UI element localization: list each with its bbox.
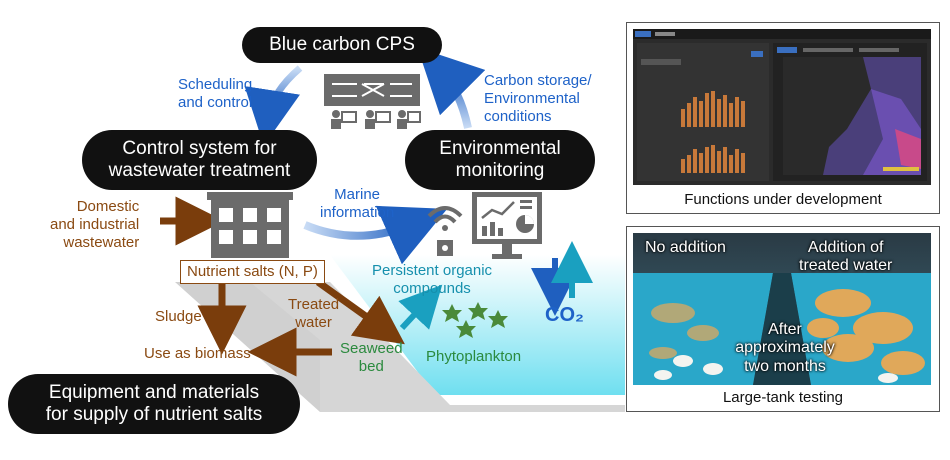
arrow-carbon bbox=[417, 47, 486, 129]
node-equipment-materials: Equipment and materials for supply of nu… bbox=[8, 374, 300, 434]
factory-icon bbox=[207, 192, 293, 258]
panel-functions-under-development: Functions under development bbox=[626, 22, 940, 214]
node-blue-carbon-cps: Blue carbon CPS bbox=[242, 27, 442, 63]
tank-label-no-addition: No addition bbox=[645, 239, 726, 256]
bar-chart-bottom bbox=[681, 145, 745, 173]
arrow-persistent bbox=[398, 284, 443, 331]
tank-label-two-months: After approximately two months bbox=[735, 321, 835, 375]
node-environmental-monitoring: Environmental monitoring bbox=[405, 130, 595, 190]
monitor-chart-icon bbox=[472, 192, 542, 259]
bar-chart-top bbox=[681, 91, 745, 127]
software-screenshot bbox=[633, 29, 931, 185]
heatmap-map bbox=[783, 57, 921, 175]
flow-arrows bbox=[160, 47, 593, 377]
label-marine-information: Marine information bbox=[320, 186, 395, 221]
label-sludge: Sludge bbox=[155, 308, 202, 325]
arrow-scheduling bbox=[244, 65, 303, 146]
arrow-marine bbox=[303, 205, 448, 265]
label-use-as-biomass: Use as biomass bbox=[144, 345, 251, 362]
tank-label-addition-treated: Addition of treated water bbox=[799, 239, 893, 275]
cps-network-icon bbox=[324, 74, 421, 129]
label-persistent-organic: Persistent organic compounds bbox=[372, 262, 493, 297]
label-carbon-storage: Carbon storage/ Environmental conditions bbox=[484, 72, 592, 125]
label-domestic-wastewater: Domestic and industrial wastewater bbox=[50, 198, 140, 251]
label-phytoplankton: Phytoplankton bbox=[426, 348, 522, 365]
seabed bbox=[180, 282, 625, 412]
label-co2: CO₂ bbox=[545, 304, 584, 326]
node-control-system: Control system for wastewater treatment bbox=[82, 130, 317, 190]
wifi-sensor-icon bbox=[427, 206, 463, 256]
label-treated-water: Treated water bbox=[288, 296, 340, 331]
label-scheduling-control: Scheduling and control bbox=[178, 76, 253, 111]
caption-large-tank: Large-tank testing bbox=[722, 389, 844, 406]
phytoplankton-icon bbox=[442, 302, 508, 338]
panel-large-tank-testing: No addition Addition of treated water Af… bbox=[626, 226, 940, 412]
arrow-treated bbox=[315, 279, 405, 345]
label-seaweed-bed: Seaweed bed bbox=[340, 340, 403, 375]
tank-photo bbox=[633, 233, 931, 385]
caption-functions: Functions under development bbox=[684, 191, 882, 208]
label-nutrient-salts: Nutrient salts (N, P) bbox=[180, 260, 325, 284]
